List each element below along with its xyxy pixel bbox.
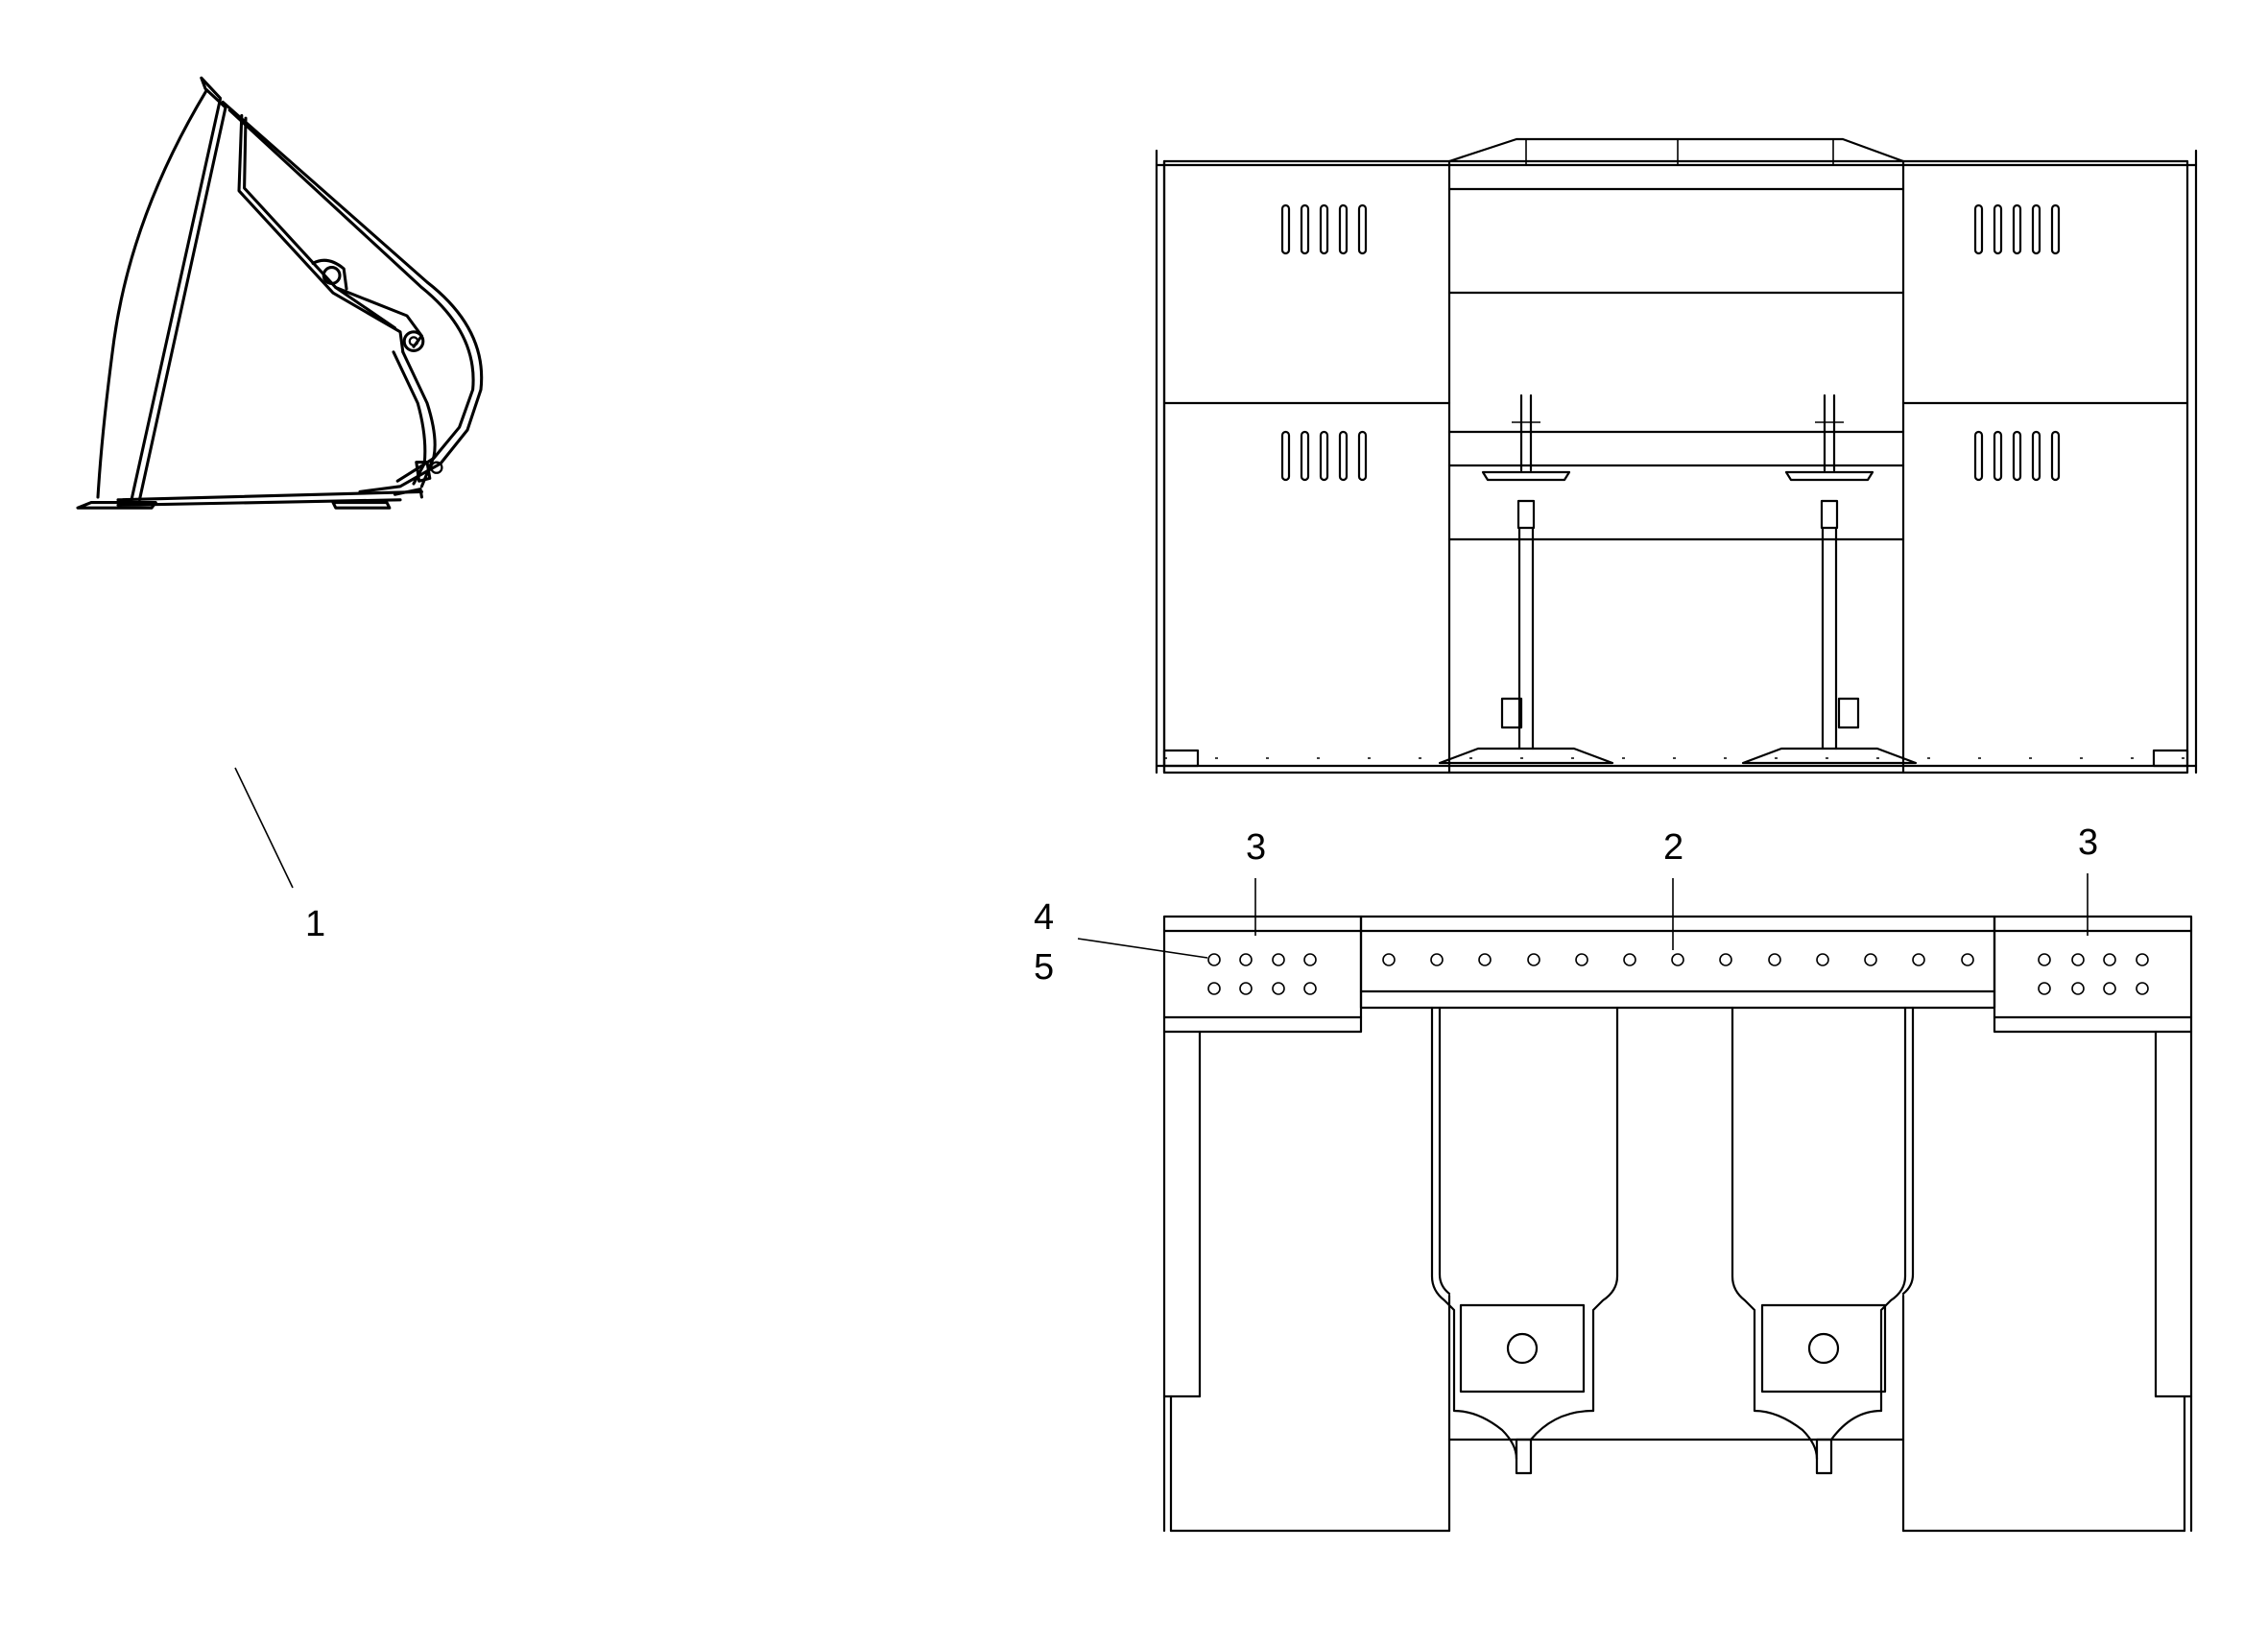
bolt-holes (1207, 953, 2149, 995)
coupler-left (1438, 393, 1614, 765)
callout-3-right: 3 (2078, 822, 2098, 863)
callout-4: 4 (1034, 897, 1054, 938)
leader-lines (234, 767, 2089, 959)
vent-slots (1280, 203, 2061, 482)
callout-5: 5 (1034, 947, 1054, 988)
callout-2: 2 (1663, 827, 1683, 868)
callout-1: 1 (305, 904, 325, 944)
coupler-right (1741, 393, 1918, 765)
callout-3-left: 3 (1246, 827, 1266, 868)
bucket-side-view (76, 76, 484, 510)
bucket-front-view (1155, 137, 2198, 774)
bucket-bottom-view (1162, 915, 2193, 1533)
